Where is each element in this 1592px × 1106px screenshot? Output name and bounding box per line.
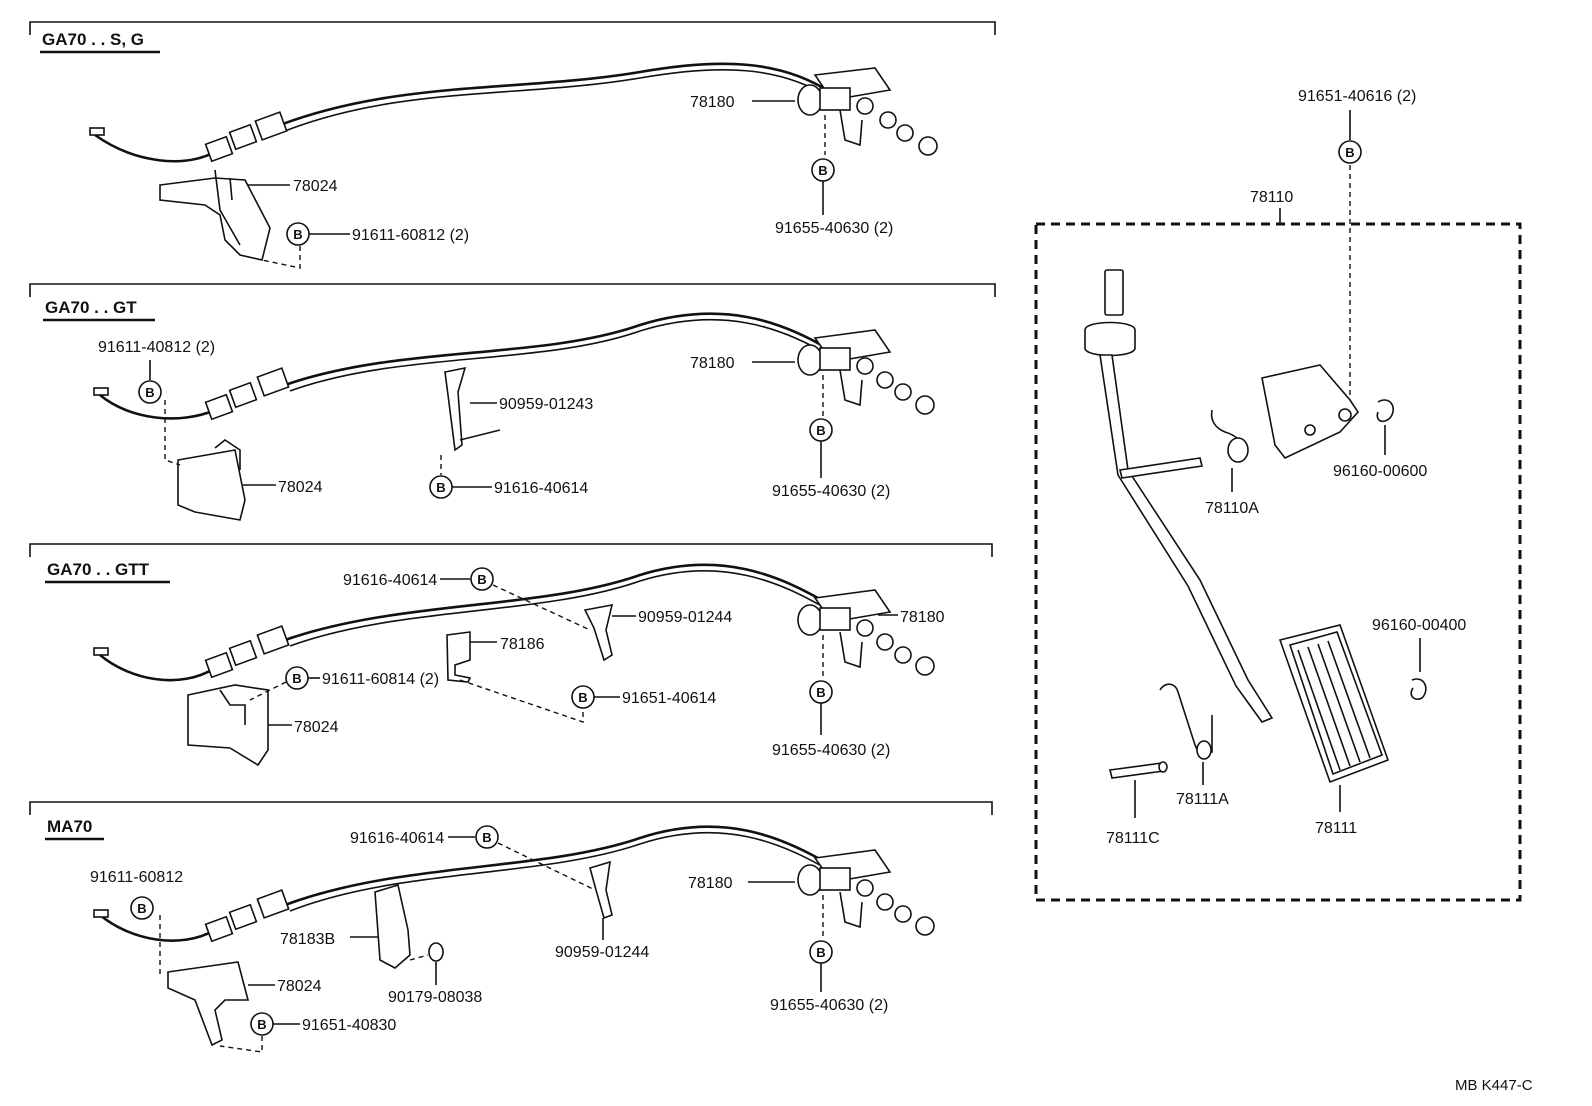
- label-clamp: 90959-01244: [638, 609, 732, 626]
- label-assembly: 78110: [1250, 189, 1293, 206]
- label-cable: 78180: [688, 875, 733, 892]
- cable-end-assembly: [797, 849, 935, 936]
- svg-text:B: B: [1345, 145, 1354, 160]
- bolt-marker-icon: [1338, 140, 1362, 164]
- svg-text:B: B: [145, 385, 154, 400]
- label-bolt-top: 91616-40614: [343, 572, 437, 589]
- section-frame: [29, 801, 993, 815]
- svg-text:B: B: [816, 423, 825, 438]
- cable-end-assembly: [797, 67, 938, 156]
- accelerator-cable: [93, 825, 831, 943]
- footer-code: MB K447-C: [1455, 1077, 1533, 1094]
- svg-text:B: B: [818, 163, 827, 178]
- clamp: [444, 366, 501, 452]
- label-bolt-cable: 91655-40630 (2): [772, 742, 890, 759]
- pedal-lever: [1084, 269, 1274, 723]
- label-bolt-cable: 91655-40630 (2): [775, 220, 893, 237]
- label-bracket: 78024: [294, 719, 339, 736]
- bracket: [159, 169, 271, 261]
- svg-text:B: B: [137, 901, 146, 916]
- label-cable: 78180: [690, 355, 735, 372]
- pedal-bracket: [1261, 364, 1360, 459]
- section-frame: [29, 283, 996, 297]
- pedal-pad: [1278, 624, 1390, 784]
- section-ma70: MA70: [29, 801, 993, 1053]
- svg-text:B: B: [293, 227, 302, 242]
- svg-text:B: B: [816, 685, 825, 700]
- svg-text:B: B: [257, 1017, 266, 1032]
- assembly-dashed-frame: [1034, 222, 1522, 902]
- label-clamp: 90959-01243: [499, 396, 593, 413]
- holder: [446, 631, 472, 683]
- bracket: [167, 961, 250, 1047]
- stay: [374, 883, 411, 969]
- label-clip-lower: 96160-00400: [1372, 617, 1466, 634]
- svg-text:B: B: [578, 690, 587, 705]
- label-stay: 78183B: [280, 931, 335, 948]
- clip-lower: [1410, 678, 1427, 700]
- label-clip-upper: 96160-00600: [1333, 463, 1427, 480]
- svg-text:B: B: [292, 671, 301, 686]
- section-title: GA70 . . GTT: [47, 560, 150, 579]
- accelerator-cable: [93, 312, 831, 421]
- accelerator-cable: [89, 62, 831, 163]
- cable-end-assembly: [797, 329, 935, 415]
- bolt-marker-icon: [130, 896, 154, 920]
- bracket: [187, 684, 269, 767]
- svg-text:B: B: [482, 830, 491, 845]
- bracket: [177, 439, 246, 521]
- section-frame: [29, 21, 996, 35]
- label-bracket: 78024: [293, 178, 338, 195]
- label-cable: 78180: [690, 94, 735, 111]
- clamp: [589, 860, 613, 920]
- section-frame: [29, 543, 993, 557]
- label-bolt: 91651-40616 (2): [1298, 88, 1416, 105]
- section-title: MA70: [47, 817, 92, 836]
- cable-end-assembly: [797, 589, 935, 676]
- label-pad: 78111: [1315, 820, 1357, 837]
- section-ga70-gt: GA70 . . GT 9161: [29, 283, 996, 521]
- label-bracket: 78024: [278, 479, 323, 496]
- section-ga70-gtt: GA70 . . GTT: [29, 543, 993, 767]
- label-holder: 78186: [500, 636, 545, 653]
- section-ga70-sg: GA70 . . S, G 78180 78024: [29, 21, 996, 269]
- section-title: GA70 . . S, G: [42, 30, 144, 49]
- svg-text:B: B: [436, 480, 445, 495]
- svg-text:B: B: [477, 572, 486, 587]
- label-bolt-holder: 91651-40614: [622, 690, 716, 707]
- label-cable: 78180: [900, 609, 945, 626]
- label-bracket: 78024: [277, 978, 322, 995]
- section-title: GA70 . . GT: [45, 298, 137, 317]
- clamp: [583, 603, 614, 662]
- label-spring: 78110A: [1205, 500, 1259, 517]
- pedal-pin: [1109, 761, 1168, 779]
- label-pin: 78111C: [1106, 830, 1160, 847]
- label-bolt-clamp: 91616-40614: [494, 480, 588, 497]
- label-collar: 90179-08038: [388, 989, 482, 1006]
- bolt-marker-icon: [470, 567, 494, 591]
- pad-spring: [1159, 683, 1213, 760]
- label-bolt-cable: 91655-40630 (2): [770, 997, 888, 1014]
- spring: [1210, 409, 1249, 463]
- label-bolt-left: 91611-60812: [90, 869, 183, 886]
- label-clamp: 90959-01244: [555, 944, 649, 961]
- bolt-marker-icon: [475, 825, 499, 849]
- label-bolt-bracket: 91611-60812 (2): [352, 227, 469, 244]
- svg-text:B: B: [816, 945, 825, 960]
- collar: [428, 942, 444, 962]
- label-bolt-bracket: 91611-60814 (2): [322, 671, 439, 688]
- label-bolt-cable: 91655-40630 (2): [772, 483, 890, 500]
- label-bolt-bracket: 91651-40830: [302, 1017, 396, 1034]
- label-bolt-left: 91611-40812 (2): [98, 339, 215, 356]
- label-bolt-top: 91616-40614: [350, 830, 444, 847]
- label-pad-spring: 78111A: [1176, 791, 1229, 808]
- bolt-marker-icon: [138, 380, 162, 404]
- accelerator-cable: [93, 563, 831, 682]
- clip-upper: [1376, 399, 1394, 423]
- pedal-assembly: 78110 91651-40616 (2) B 78110A 96160-006…: [1034, 88, 1522, 902]
